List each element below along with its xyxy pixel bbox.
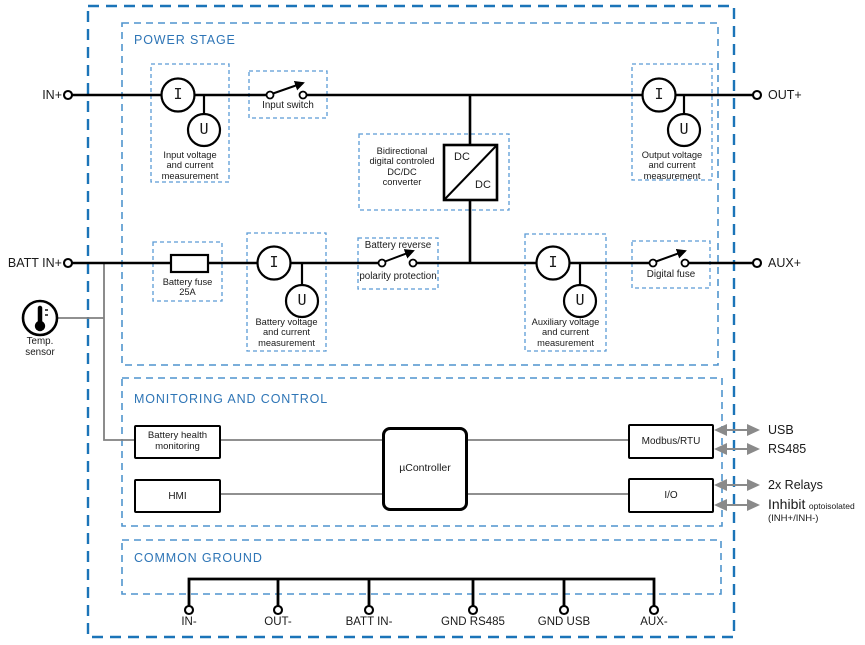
input-voltage-symbol: U (199, 120, 209, 138)
temp-sensor-wire (57, 263, 134, 441)
temp-sensor-label: Temp. sensor (25, 336, 55, 358)
ucontroller-block: µController (382, 427, 468, 511)
output-current-meter (641, 77, 677, 113)
monitoring-title: MONITORING AND CONTROL (134, 392, 329, 406)
battery-health-block: Battery health monitoring (134, 425, 221, 459)
battery-measurement-label: Battery voltage and current measurement (255, 317, 318, 348)
inhibit-note-label: optoisolated (808, 501, 855, 511)
terminal-circles (62, 89, 763, 616)
aux-plus-terminal (751, 257, 763, 269)
aux-minus-terminal (648, 604, 660, 616)
converter-outline (358, 133, 510, 211)
digital-fuse-outline (631, 240, 711, 289)
output-measurement-label: Output voltage and current measurement (641, 150, 703, 181)
io-block: I/O (628, 478, 714, 513)
output-current-symbol: I (654, 85, 664, 103)
battery-health-label: Battery health monitoring (147, 430, 208, 452)
battery-voltage-meter (284, 283, 320, 319)
modbus-block: Modbus/RTU (628, 424, 714, 459)
input-measurement-outline (150, 63, 230, 183)
out-minus-terminal (272, 604, 284, 616)
batt-in-plus-terminal (62, 257, 74, 269)
ucontroller-label: µController (399, 462, 451, 475)
battery-current-meter (256, 245, 292, 281)
measurement-circles (160, 77, 702, 319)
battery-current-symbol: I (269, 253, 279, 271)
input-measurement-label: Input voltage and current measurement (161, 150, 219, 181)
hmi-label: HMI (168, 490, 187, 502)
input-voltage-meter (186, 112, 222, 148)
aux-voltage-symbol: U (575, 291, 585, 309)
aux-measurement-label: Auxiliary voltage and current measuremen… (531, 317, 600, 348)
common-ground-title: COMMON GROUND (134, 551, 263, 565)
output-voltage-symbol: U (679, 120, 689, 138)
outer-dashed-border (86, 4, 736, 639)
aux-voltage-meter (562, 283, 598, 319)
out-plus-label: OUT+ (768, 88, 802, 102)
battery-reverse-label-top: Battery reverse (364, 240, 432, 251)
signal-lines (57, 263, 628, 495)
dc-top-label: DC (454, 151, 470, 163)
input-switch-label: Input switch (262, 100, 314, 111)
aux-minus-label: AUX- (640, 616, 668, 628)
out-plus-terminal (751, 89, 763, 101)
in-minus-terminal (183, 604, 195, 616)
port-arrows (714, 424, 760, 511)
inhibit-label: Inhibit (768, 496, 806, 512)
power-stage-title: POWER STAGE (134, 33, 236, 47)
voltmeter-stubs (202, 95, 686, 285)
ground-bus (187, 577, 656, 606)
battery-reverse-label-bottom: polarity protection (359, 271, 437, 282)
aux-current-meter (535, 245, 571, 281)
io-label: I/O (664, 490, 678, 501)
in-plus-terminal (62, 89, 74, 101)
digital-fuse-switch-symbol (648, 249, 690, 268)
gnd-usb-terminal (558, 604, 570, 616)
dc-bottom-label: DC (475, 179, 491, 191)
input-switch-symbol (265, 80, 308, 100)
aux-measurement-outline (524, 233, 607, 352)
battery-fuse-label: Battery fuse 25A (162, 277, 213, 298)
in-minus-label: IN- (181, 616, 197, 628)
modbus-label: Modbus/RTU (641, 436, 701, 447)
output-voltage-meter (666, 112, 702, 148)
relays-label: 2x Relays (768, 478, 823, 492)
thermometer-icon (21, 299, 59, 337)
in-plus-label: IN+ (42, 88, 62, 102)
gnd-usb-label: GND USB (537, 616, 591, 628)
usb-label: USB (768, 423, 794, 437)
battery-fuse-outline (152, 241, 223, 302)
inhibit-pins-label: (INH+/INH-) (768, 512, 819, 524)
batt-in-minus-terminal (363, 604, 375, 616)
common-ground-border (121, 539, 722, 595)
rs485-label: RS485 (768, 442, 807, 456)
batt-in-minus-label: BATT IN- (345, 616, 393, 628)
input-current-meter (160, 77, 196, 113)
digital-fuse-label: Digital fuse (646, 269, 696, 280)
dcdc-converter-symbol (442, 143, 499, 202)
gnd-rs485-label: GND RS485 (441, 616, 505, 628)
power-wires (68, 93, 757, 606)
input-current-symbol: I (173, 85, 183, 103)
batt-in-plus-label: BATT IN+ (7, 256, 62, 270)
battery-reverse-switch-symbol (377, 249, 418, 268)
battery-voltage-symbol: U (297, 291, 307, 309)
out-minus-label: OUT- (264, 616, 292, 628)
aux-current-symbol: I (548, 253, 558, 271)
hmi-block: HMI (134, 479, 221, 513)
aux-plus-label: AUX+ (768, 256, 802, 270)
battery-fuse-symbol (169, 253, 210, 274)
converter-label: Bidirectional digital controled DC/DC co… (369, 146, 435, 188)
power-stage-border (121, 22, 719, 366)
gnd-rs485-terminal (467, 604, 479, 616)
component-outlines (150, 63, 713, 352)
inhibit-label-group: Inhibit optoisolated (INH+/INH-) (768, 496, 855, 524)
